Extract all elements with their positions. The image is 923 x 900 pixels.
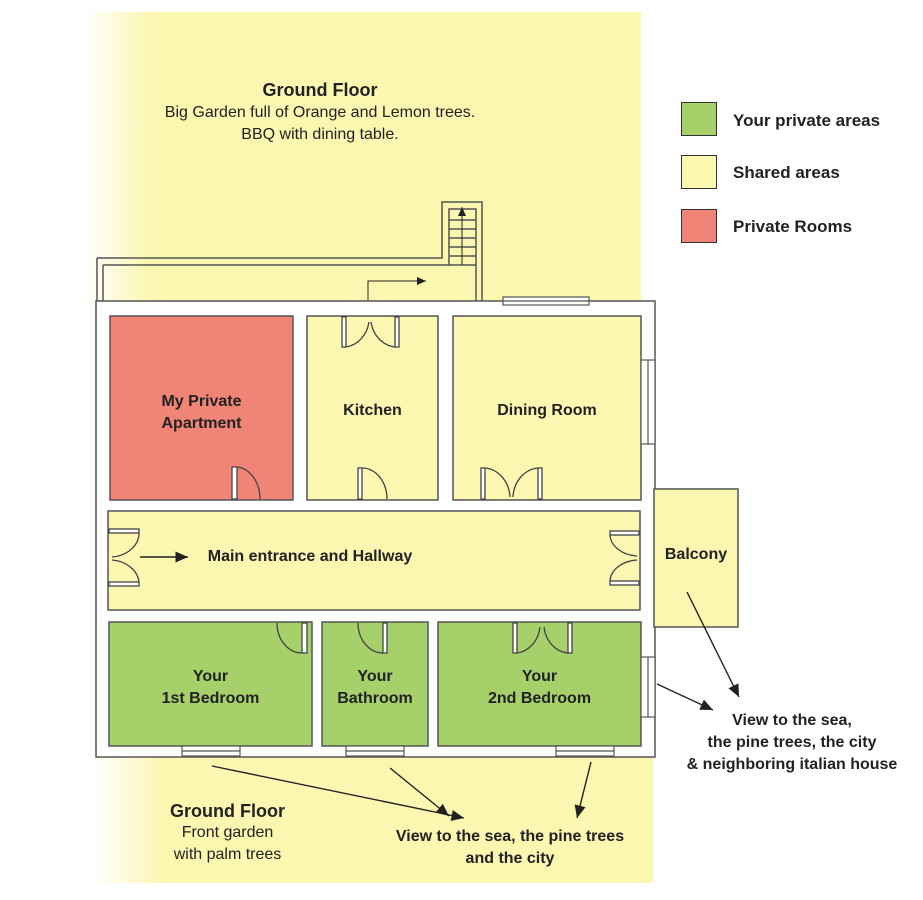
- dining-room-label: Dining Room: [497, 402, 597, 419]
- bedroom1-label-line2: 1st Bedroom: [161, 690, 260, 707]
- legend-swatch-private-areas: [681, 102, 717, 136]
- private-apartment-label-line2: Apartment: [161, 415, 242, 432]
- front-view-line2: and the city: [465, 850, 555, 867]
- legend-label-private-areas: Your private areas: [733, 111, 881, 130]
- bedroom1-room: [108, 621, 313, 747]
- top-garden-line1: Big Garden full of Orange and Lemon tree…: [164, 104, 476, 121]
- top-garden-line2: BBQ with dining table.: [241, 126, 399, 143]
- bathroom-room: [321, 621, 429, 747]
- legend-swatch-shared-areas: [681, 155, 717, 189]
- front-garden-line2: with palm trees: [173, 846, 282, 863]
- front-garden-title: Ground Floor: [170, 801, 285, 821]
- kitchen-label: Kitchen: [343, 402, 402, 419]
- view-arrows: [140, 551, 740, 821]
- bathroom-label-line1: Your: [357, 668, 393, 685]
- side-view-line3: & neighboring italian house: [686, 756, 898, 773]
- private-apartment-label-line1: My Private: [161, 393, 242, 410]
- private-apartment-room: [109, 315, 294, 501]
- top-garden-title: Ground Floor: [262, 80, 378, 100]
- hallway-room: [107, 510, 641, 611]
- front-view-line1: View to the sea, the pine trees: [395, 828, 625, 845]
- legend-label-private-rooms: Private Rooms: [733, 217, 853, 236]
- staircase: [96, 201, 483, 305]
- legend-swatch-private-rooms: [681, 209, 717, 243]
- bathroom-label-line2: Bathroom: [337, 690, 413, 707]
- front-garden-line1: Front garden: [181, 824, 274, 841]
- doors: [108, 316, 640, 654]
- side-view-line1: View to the sea,: [732, 712, 852, 729]
- bedroom2-label-line2: 2nd Bedroom: [487, 690, 592, 707]
- bedroom2-label-line1: Your: [521, 668, 558, 685]
- legend-label-shared-areas: Shared areas: [733, 163, 840, 182]
- balcony-label: Balcony: [664, 546, 728, 563]
- top-garden-area: [85, 12, 641, 302]
- front-garden-area: [95, 757, 653, 883]
- kitchen-room: [306, 315, 439, 501]
- windows: [181, 296, 656, 757]
- bedroom1-label-line1: Your: [192, 668, 229, 685]
- hallway-label: Main entrance and Hallway: [207, 548, 413, 565]
- balcony-area: [653, 488, 739, 628]
- side-view-line2: the pine trees, the city: [707, 734, 877, 751]
